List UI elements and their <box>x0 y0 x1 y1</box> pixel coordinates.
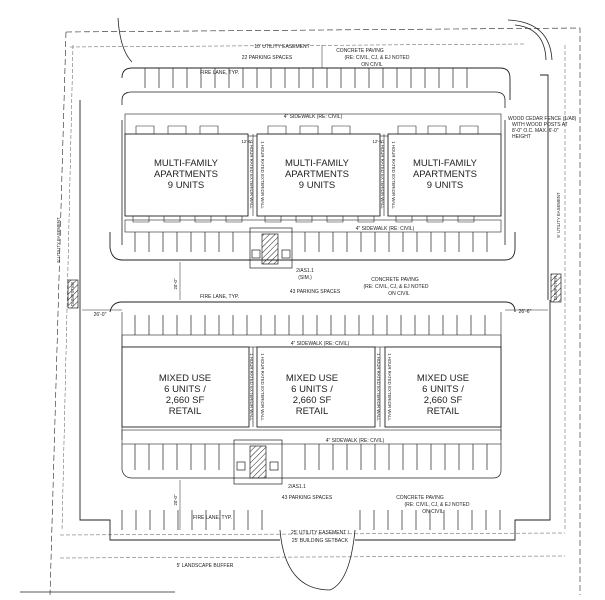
concrete-paving-1-c: ON CIVIL <box>361 62 383 68</box>
rated-wall-label-7: 1 HOUR RATED EXTERIOR WALL <box>376 353 381 421</box>
concrete-paving-3-c: ON CIVIL <box>422 509 444 515</box>
rated-wall-label-4: 1 HOUR RATED EXTERIOR WALL <box>391 141 396 209</box>
driveway-curves <box>20 17 553 593</box>
fire-lane-2-label: FIRE LANE, TYP. <box>200 294 239 300</box>
top-building-3: MULTI-FAMILY APARTMENTS 9 UNITS <box>387 125 502 223</box>
bottom-building-3-line2: 6 UNITS / <box>422 384 464 395</box>
building-3-line1: MULTI-FAMILY <box>413 158 478 169</box>
concrete-paving-2-a: CONCRETE PAVING <box>371 277 419 283</box>
utility-easement-left-label: 5' UTILITY EASEMENT <box>56 217 61 263</box>
landscape-buffer-label: 5' LANDSCAPE BUFFER <box>177 563 234 569</box>
property-boundary <box>49 27 581 596</box>
bottom-rated-walls: 1 HOUR RATED EXTERIOR WALL 1 HOUR RATED … <box>249 347 392 427</box>
dim-20-2: 20'-0" <box>173 494 178 505</box>
rated-wall-label-8: 1 HOUR RATED EXTERIOR WALL <box>387 353 392 421</box>
bottom-building-2-line4: RETAIL <box>296 406 329 417</box>
rated-wall-label-2: 1 HOUR RATED EXTERIOR WALL <box>260 141 265 209</box>
building-1-line3: 9 UNITS <box>168 180 204 191</box>
dim-26-left: 26'-0" <box>94 312 107 318</box>
parking-curb <box>79 67 551 541</box>
bottom-building-1-line3: 2,660 SF <box>166 395 205 406</box>
bottom-building-3: MIXED USE 6 UNITS / 2,660 SF RETAIL <box>384 346 502 428</box>
bottom-building-3-line4: RETAIL <box>427 406 460 417</box>
dumpster-right-label: DUMPSTER <box>553 276 558 300</box>
detail-ref-2: 2/AS1.1 <box>288 484 306 490</box>
bottom-parking-stalls <box>121 444 502 530</box>
fire-lane-3-label: FIRE LANE, TYP. <box>193 515 232 521</box>
bottom-building-2-line3: 2,660 SF <box>293 395 332 406</box>
fire-lane-1-label: FIRE LANE, TYP. <box>200 70 239 76</box>
dimension-lines <box>82 45 548 530</box>
bottom-building-1-line4: RETAIL <box>169 406 202 417</box>
dim-label-2: 12'-6" <box>373 139 384 144</box>
rated-wall-label-1: 1 HOUR RATED EXTERIOR WALL <box>249 141 254 209</box>
dim-26-right: 26'-6" <box>519 309 532 315</box>
bottom-building-3-line1: MIXED USE <box>417 373 469 384</box>
rated-wall-label-3: 1 HOUR RATED EXTERIOR WALL <box>380 141 385 209</box>
utility-easement-bottom-label: 25' UTILITY EASEMENT / <box>291 530 350 536</box>
concrete-paving-1-b: (RE: CIVIL, CJ, & EJ NOTED <box>344 55 409 61</box>
parking-middle-label: 43 PARKING SPACES <box>290 289 341 295</box>
top-building-2: MULTI-FAMILY APARTMENTS 9 UNITS <box>256 125 381 223</box>
concrete-paving-2-b: (RE: CIVIL, CJ, & EJ NOTED <box>363 284 428 290</box>
top-building-1: MULTI-FAMILY APARTMENTS 9 UNITS <box>124 125 249 223</box>
dumpster-enclosure-bottom <box>233 439 283 485</box>
bottom-building-1: MIXED USE 6 UNITS / 2,660 SF RETAIL <box>121 346 250 428</box>
sidewalk-2-label: 4" SIDEWALK (RE: CIVIL) <box>356 226 415 232</box>
building-2-line1: MULTI-FAMILY <box>285 158 350 169</box>
middle-parking-stalls-lower <box>134 315 486 335</box>
building-2-line3: 9 UNITS <box>299 180 335 191</box>
concrete-paving-2-c: ON CIVIL <box>388 291 410 297</box>
dim-label-1: 12'-6" <box>242 139 253 144</box>
top-rated-walls: 1 HOUR RATED EXTERIOR WALL 1 HOUR RATED … <box>242 134 396 216</box>
utility-easement-right-label: 5' UTILITY EASEMENT <box>556 192 561 238</box>
plan-labels: 10' UTILITY EASEMENT 22 PARKING SPACES C… <box>56 44 577 569</box>
sidewalk-3-label: 4" SIDEWALK (RE: CIVIL) <box>291 341 350 347</box>
sidewalk-4-label: 4" SIDEWALK (RE: CIVIL) <box>326 438 385 444</box>
middle-parking-stalls-upper <box>134 232 488 252</box>
fence-note-2: WITH WOOD POSTS AT <box>512 122 568 128</box>
rated-wall-label-5: 1 HOUR RATED EXTERIOR WALL <box>249 353 254 421</box>
dumpster-left-label: DUMPSTER <box>70 282 75 306</box>
building-1-line2: APARTMENTS <box>154 169 218 180</box>
top-parking-stalls <box>144 68 468 88</box>
building-2-line2: APARTMENTS <box>285 169 349 180</box>
fence-note-1: WOOD CEDAR FENCE (1/A8) <box>508 116 577 122</box>
building-setback-label: 25' BUILDING SETBACK <box>292 538 349 544</box>
building-3-line2: APARTMENTS <box>413 169 477 180</box>
fence-note-3: 8'-0" O.C. MAX. 6'-0" <box>512 128 559 134</box>
fence-note-4: HEIGHT <box>512 134 531 140</box>
concrete-paving-3-a: CONCRETE PAVING <box>396 495 444 501</box>
bottom-building-2: MIXED USE 6 UNITS / 2,660 SF RETAIL <box>256 346 376 428</box>
top-drive-aisle <box>121 91 506 245</box>
concrete-paving-1-a: CONCRETE PAVING <box>336 48 384 54</box>
building-3-line3: 9 UNITS <box>427 180 463 191</box>
parking-top-label: 22 PARKING SPACES <box>242 55 293 61</box>
building-1-line1: MULTI-FAMILY <box>154 158 219 169</box>
parking-bottom-label: 43 PARKING SPACES <box>282 495 333 501</box>
bottom-building-2-line1: MIXED USE <box>286 373 338 384</box>
rated-wall-label-6: 1 HOUR RATED EXTERIOR WALL <box>260 353 265 421</box>
bottom-building-1-line1: MIXED USE <box>159 373 211 384</box>
utility-easement-lines <box>59 43 566 559</box>
bottom-building-3-line3: 2,660 SF <box>424 395 463 406</box>
utility-easement-top-label: 10' UTILITY EASEMENT <box>254 44 309 50</box>
dim-20-1: 20'-0" <box>173 278 178 289</box>
sidewalk-1-label: 4" SIDEWALK (RE: CIVIL) <box>284 114 343 120</box>
dumpster-enclosure-top <box>249 227 293 269</box>
concrete-paving-3-b: (RE: CIVIL, CJ, & EJ NOTED <box>404 502 469 508</box>
side-dumpsters <box>67 273 562 309</box>
bottom-building-2-line2: 6 UNITS / <box>291 384 333 395</box>
detail-ref-1-b: (SIM.) <box>298 275 312 281</box>
detail-ref-1-a: 2/AS1.1 <box>296 268 314 274</box>
bottom-building-1-line2: 6 UNITS / <box>164 384 206 395</box>
